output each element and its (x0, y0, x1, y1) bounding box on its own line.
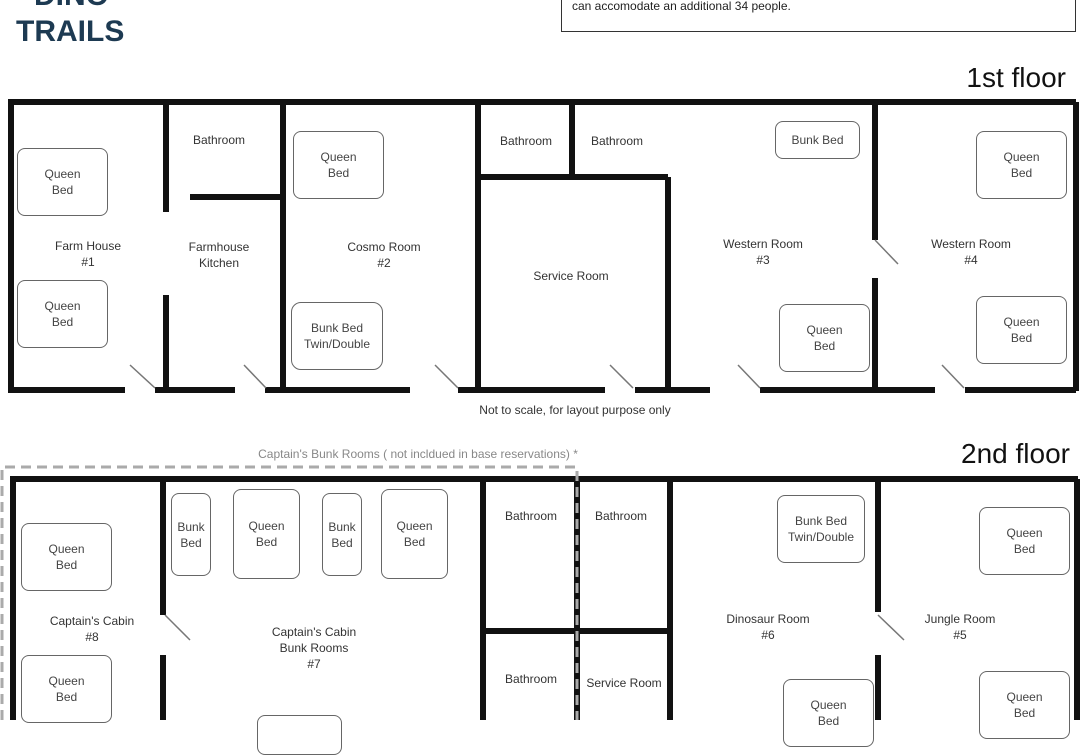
logo-line1: DINO (16, 0, 124, 14)
room-bathroom-f2-2: Bathroom (594, 509, 648, 523)
bed: Queen Bed (233, 489, 300, 579)
bed: Bunk Bed Twin/Double (777, 495, 865, 563)
room-bathroom-3: Bathroom (590, 134, 644, 148)
room-bathroom-f2-1: Bathroom (504, 509, 558, 523)
bed: Queen Bed (293, 131, 384, 199)
floor1-title: 1st floor (966, 62, 1066, 93)
bed: Queen Bed (17, 280, 108, 348)
floor-plan-walls (0, 99, 1080, 720)
bed: Queen Bed (21, 655, 112, 723)
room-kitchen: Farmhouse Kitchen (188, 240, 250, 270)
bed: Bunk Bed (322, 493, 362, 576)
room-dinosaur-6: Dinosaur Room #6 (726, 612, 810, 642)
bed: Queen Bed (976, 296, 1067, 364)
room-bathroom-f2-3: Bathroom (504, 672, 558, 686)
bed: Bunk Bed (775, 121, 860, 159)
room-jungle-5: Jungle Room #5 (924, 612, 996, 642)
logo-line2: TRAILS (16, 15, 125, 48)
logo: DINO TRAILS (16, 0, 124, 50)
room-bathroom-2: Bathroom (499, 134, 553, 148)
bed: Queen Bed (17, 148, 108, 216)
floor2-title: 2nd floor (961, 438, 1070, 469)
bed: Bunk Bed (171, 493, 211, 576)
bed: Queen Bed (381, 489, 448, 579)
room-service-f2: Service Room (586, 676, 662, 690)
room-western-3: Western Room #3 (723, 237, 803, 267)
room-bathroom-1: Bathroom (192, 133, 246, 147)
room-cosmo: Cosmo Room #2 (347, 240, 421, 270)
room-captains-cabin-7: Captain's Cabin Bunk Rooms #7 (271, 625, 357, 671)
bed: Queen Bed (21, 523, 112, 591)
bed-partial (257, 715, 342, 755)
room-captains-cabin-8: Captain's Cabin #8 (49, 614, 135, 644)
bed: Queen Bed (979, 507, 1070, 575)
room-western-4: Western Room #4 (931, 237, 1011, 267)
bed: Queen Bed (976, 131, 1067, 199)
scale-note: Not to scale, for layout purpose only (479, 403, 671, 417)
notice-text: can accomodate an additional 34 people. (572, 0, 791, 13)
room-service: Service Room (533, 269, 609, 283)
captain-bunk-note: Captain's Bunk Rooms ( not incldued in b… (258, 447, 578, 461)
bed: Queen Bed (783, 679, 874, 747)
bed: Bunk Bed Twin/Double (291, 302, 383, 370)
notice-box: can accomodate an additional 34 people. (561, 0, 1076, 32)
room-farm-house: Farm House #1 (54, 239, 122, 269)
bed: Queen Bed (979, 671, 1070, 739)
bed: Queen Bed (779, 304, 870, 372)
